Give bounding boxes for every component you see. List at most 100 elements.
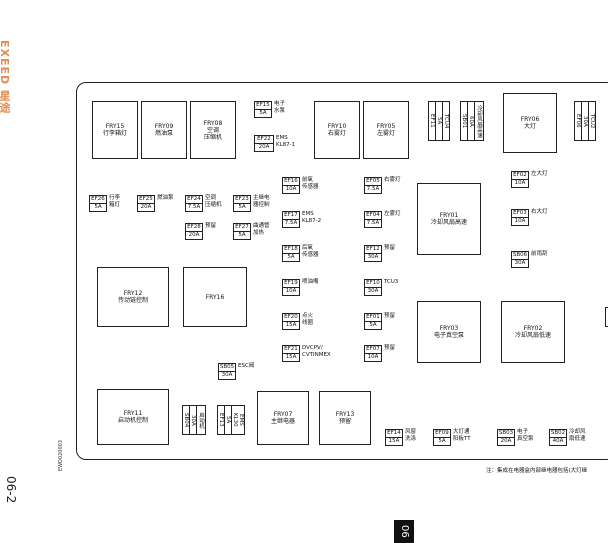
fuse-label: 曲通管 加热 <box>253 223 270 236</box>
relay-label: 右雾灯 <box>327 130 346 137</box>
fuse-amp: 30A <box>514 260 526 266</box>
relay-id: FRY02 <box>523 325 543 332</box>
fuse-amp: 10A <box>285 186 297 192</box>
relay-label: 左雾灯 <box>376 130 395 137</box>
relay-id: FRY03 <box>439 325 459 332</box>
fuse-label: 前雨刮 <box>531 251 548 257</box>
fuse-label: 预留 <box>205 223 217 229</box>
fuse-amp: 7.5A <box>284 220 298 226</box>
relay-label: 传动链控制 <box>117 297 148 304</box>
fuse-id: SB06 <box>512 252 528 260</box>
fuse-label: 预留 <box>384 313 396 319</box>
fuse-label: 启动机 <box>197 405 206 435</box>
fuse-id: SB05 <box>219 364 235 372</box>
fuse-label: DVCPV/ CVTINMEX <box>302 345 331 358</box>
fuse-amp: 5A <box>436 101 443 141</box>
fuse-id: EF01 <box>365 314 381 322</box>
page-tab: 06 <box>394 520 414 543</box>
fuse-label: 后氧 传感器 <box>302 245 319 258</box>
fuse-id: EF04 <box>365 212 381 220</box>
relay-id: FRY15 <box>105 123 125 130</box>
fuse-id: EF28 <box>186 224 202 232</box>
fuse-id: SB03 <box>498 430 514 438</box>
fuse-id: EF03 <box>512 210 528 218</box>
fuse-amp: 5A <box>438 438 446 444</box>
fuse-id: EF25 <box>138 196 154 204</box>
fuse-amp: 30A <box>582 101 589 141</box>
fuse-amp: 20A <box>500 438 512 444</box>
fuse-label: 电子 水泵 <box>274 101 286 114</box>
relay-id: FRY11 <box>123 410 143 417</box>
relay-label: 行李箱灯 <box>102 130 127 137</box>
fuse-label: 预留 <box>384 245 396 251</box>
fuse-label: TCU3 <box>384 279 399 285</box>
relay-id: FRY08 <box>203 119 223 127</box>
fuse-amp: 5A <box>225 405 232 435</box>
fuse-amp: 10A <box>367 354 379 360</box>
relay-id: FRY06 <box>520 116 540 123</box>
fuse-ef06: EF06 30A TCU2 <box>574 101 596 141</box>
fuse-label: 点火 线圈 <box>302 313 314 326</box>
fuse-id: EF21 <box>283 346 299 354</box>
relay-id: FRY13 <box>335 411 355 418</box>
relay-label: 燃油泵 <box>154 130 173 137</box>
fuse-ef11: EF11 5A TCU4 <box>428 101 450 141</box>
relay-id: FRY05 <box>376 123 396 130</box>
fuse-id: EF15 <box>255 102 271 110</box>
relay-label: 预留 <box>338 418 351 425</box>
document-code: EWD020003 <box>58 440 64 472</box>
relay-label: 压缩机 <box>203 133 222 141</box>
relay-partial-edge <box>605 307 608 327</box>
chapter-number: 06-2 <box>4 476 18 504</box>
fuse-id: EF13 <box>217 405 225 435</box>
fuse-label: TCU4 <box>443 101 450 141</box>
fuse-amp: 20A <box>258 144 270 150</box>
fuse-label: ESC阀 <box>238 363 255 369</box>
fuse-id: EF10 <box>365 280 381 288</box>
fuse-amp: 5A <box>238 232 246 238</box>
relay-fry16: FRY16 <box>183 267 247 327</box>
fuse-amp: 30A <box>367 254 379 260</box>
fuse-id: SB04 <box>182 405 190 435</box>
fuse-id: EF18 <box>283 246 299 254</box>
relay-label: 启动机控制 <box>117 417 148 424</box>
fuse-label: EMS KL87-1 <box>276 135 296 148</box>
relay-id: FRY16 <box>205 293 225 301</box>
relay-label: 冷却风扇低速 <box>514 332 551 339</box>
fuse-amp: 7.5A <box>187 204 201 210</box>
fuse-id: EF20 <box>283 314 299 322</box>
fuse-label: 右雾灯 <box>384 177 401 183</box>
relay-label: 空调 <box>206 126 219 134</box>
fuse-label: 预留 <box>384 345 396 351</box>
fuse-id: EF14 <box>386 430 402 438</box>
fuse-label: EMS KL87-2 <box>302 211 322 224</box>
fuse-sb01: SB01 60A 冷却风扇高速 <box>460 101 484 141</box>
fuse-amp: 5A <box>94 204 102 210</box>
fuse-label: 右大灯 <box>531 209 548 215</box>
fuse-amp: 30A <box>190 405 197 435</box>
fuse-label: TCU2 <box>589 101 596 141</box>
relay-id: FRY07 <box>273 411 293 418</box>
